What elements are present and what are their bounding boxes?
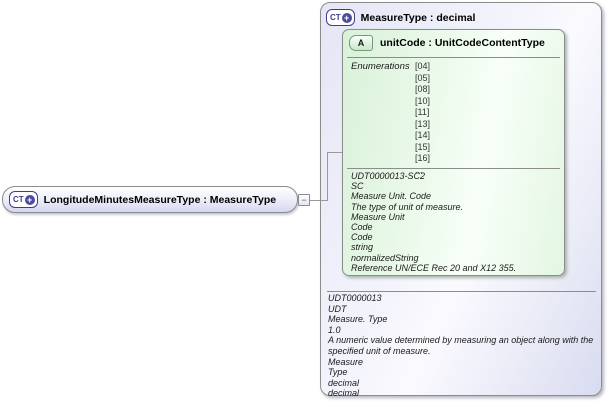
attribute-annotation-line: Code	[351, 232, 373, 243]
enumeration-value: [16]	[415, 153, 431, 163]
attribute-node-header[interactable]: A unitCode : UnitCodeContentType	[349, 35, 545, 51]
attribute-annotation-block: UDT0000013-SC2 SC Measure Unit. Code The…	[351, 171, 560, 273]
attribute-annotation-line: Measure Unit	[351, 211, 405, 222]
connector-line-to-attribute	[328, 152, 342, 153]
type-annotation-separator	[327, 291, 596, 292]
attribute-annotation-line: UDT0000013-SC2	[351, 171, 426, 181]
enumeration-value: [15]	[415, 141, 431, 152]
connector-line-horizontal	[309, 200, 327, 201]
plus-badge-icon: +	[24, 194, 35, 205]
enumeration-value: [11]	[415, 107, 430, 117]
collapse-toggle-button[interactable]: −	[298, 194, 310, 206]
type-node-title: MeasureType : decimal	[360, 11, 476, 24]
enumeration-value: [05]	[415, 72, 431, 83]
type-annotation-line: Measure. Type	[328, 314, 388, 325]
enumeration-value: [08]	[415, 84, 431, 94]
type-annotation-line: UDT	[328, 303, 347, 314]
attribute-annotation-line: SC	[351, 181, 364, 192]
attribute-annotation-line: normalizedString	[351, 252, 419, 263]
type-annotation-line: Type	[328, 367, 348, 378]
type-annotation-line: UDT0000013	[328, 293, 382, 303]
complex-type-icon-label: CT	[13, 195, 24, 204]
plus-badge-icon: +	[341, 12, 352, 23]
complex-type-icon-label: CT	[330, 13, 341, 22]
type-annotation-line: decimal	[328, 377, 360, 388]
enumeration-value: [04]	[415, 61, 431, 71]
enumerations-list: [04] [05] [08] [10] [11] [13] [14] [15] …	[415, 61, 430, 176]
enumeration-value: ...	[415, 164, 423, 175]
type-node-header[interactable]: CT + MeasureType : decimal	[326, 9, 475, 26]
attribute-node-unit-code: A unitCode : UnitCodeContentType Enumera…	[342, 29, 565, 276]
complex-type-icon: CT +	[326, 9, 355, 26]
type-annotation-line: decimal	[328, 388, 360, 399]
attribute-annotation-line: The type of unit of measure.	[351, 201, 464, 212]
annotation-separator	[347, 168, 560, 169]
enumeration-value: [13]	[415, 118, 431, 129]
collapse-minus-glyph: −	[301, 194, 307, 205]
enumerations-block: Enumerations [04] [05] [08] [10] [11] [1…	[351, 61, 560, 176]
enumeration-value: [14]	[415, 130, 431, 140]
attribute-annotation-line: Reference UN/ECE Rec 20 and X12 355.	[351, 262, 517, 273]
element-node-longitude-minutes-measure-type[interactable]: CT + LongitudeMinutesMeasureType : Measu…	[2, 186, 298, 213]
complex-type-icon: CT +	[9, 191, 38, 208]
enumerations-label: Enumerations	[351, 61, 410, 72]
attribute-annotation-line: Code	[351, 222, 373, 233]
attribute-node-title: unitCode : UnitCodeContentType	[380, 37, 545, 49]
type-annotation-block: UDT0000013 UDT Measure. Type 1.0 A numer…	[328, 293, 598, 399]
type-annotation-line: A numeric value determined by measuring …	[328, 335, 594, 356]
header-separator	[347, 57, 560, 58]
element-node-label: LongitudeMinutesMeasureType : MeasureTyp…	[43, 193, 277, 206]
attribute-icon: A	[349, 35, 373, 51]
enumeration-value: [10]	[415, 95, 431, 106]
attribute-annotation-line: string	[351, 242, 374, 253]
attribute-annotation-line: Measure Unit. Code	[351, 191, 432, 202]
type-annotation-line: Measure	[328, 356, 364, 367]
connector-line-vertical	[327, 152, 328, 201]
type-annotation-line: 1.0	[328, 324, 341, 335]
